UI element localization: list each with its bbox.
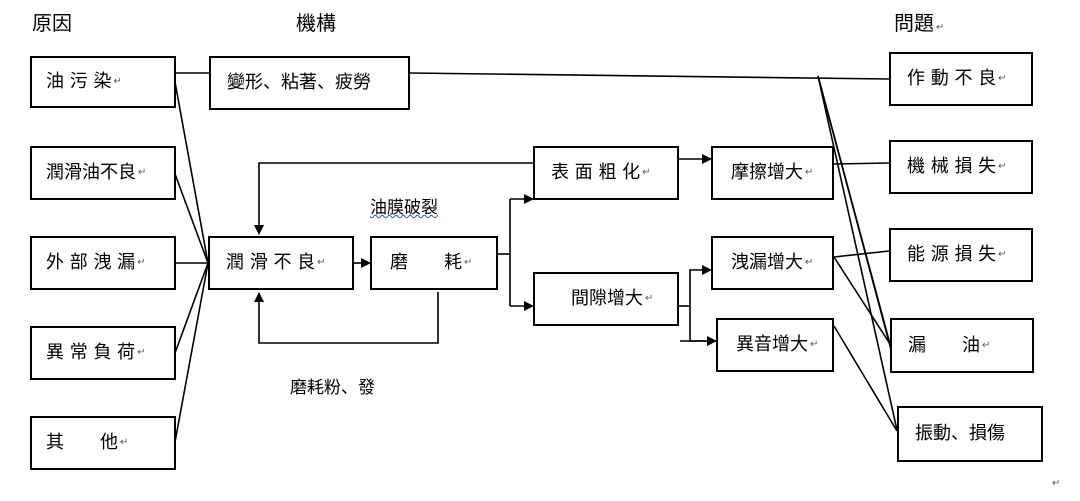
wear-powder-label: 磨耗粉、發	[290, 378, 375, 398]
film-break-label: 油膜破裂	[370, 198, 438, 218]
mechanism-box-deformation: 變形、粘著、疲勞	[209, 56, 410, 110]
paragraph-mark: ↵	[1052, 478, 1061, 489]
mechanism-box-gap-increase: 間隙增大↵	[533, 272, 679, 326]
cause-box-poor-lube-oil: 潤滑油不良↵	[30, 146, 176, 200]
problem-box-mechanical-loss: 機 械 損 失↵	[889, 140, 1033, 194]
problem-box-energy-loss: 能 源 損 失↵	[889, 228, 1033, 282]
problem-box-vibration-damage: 振動、損傷	[897, 406, 1043, 462]
cause-box-other: 其 他↵	[30, 416, 176, 470]
mechanism-box-wear: 磨 耗↵	[370, 236, 498, 290]
problem-box-malfunction: 作 動 不 良↵	[889, 52, 1033, 106]
mechanism-box-surface-roughening: 表 面 粗 化↵	[533, 146, 679, 200]
mechanism-box-noise-increase: 異音增大↵	[716, 318, 834, 372]
mechanism-box-leak-increase: 洩漏增大↵	[711, 236, 834, 290]
problem-box-oil-leak: 漏 油↵	[890, 318, 1034, 373]
problems-header: 問題↵	[894, 11, 945, 35]
mechanism-box-poor-lubrication: 潤 滑 不 良↵	[208, 236, 354, 290]
cause-box-external-leak: 外 部 洩 漏↵	[30, 236, 176, 290]
cause-box-oil-contamination: 油 污 染↵	[30, 56, 176, 108]
mechanism-box-friction-increase: 摩擦增大↵	[711, 146, 834, 200]
causes-header: 原因	[32, 11, 72, 35]
mechanisms-header: 機構	[296, 11, 336, 35]
cause-box-abnormal-load: 異 常 負 荷↵	[30, 326, 176, 380]
